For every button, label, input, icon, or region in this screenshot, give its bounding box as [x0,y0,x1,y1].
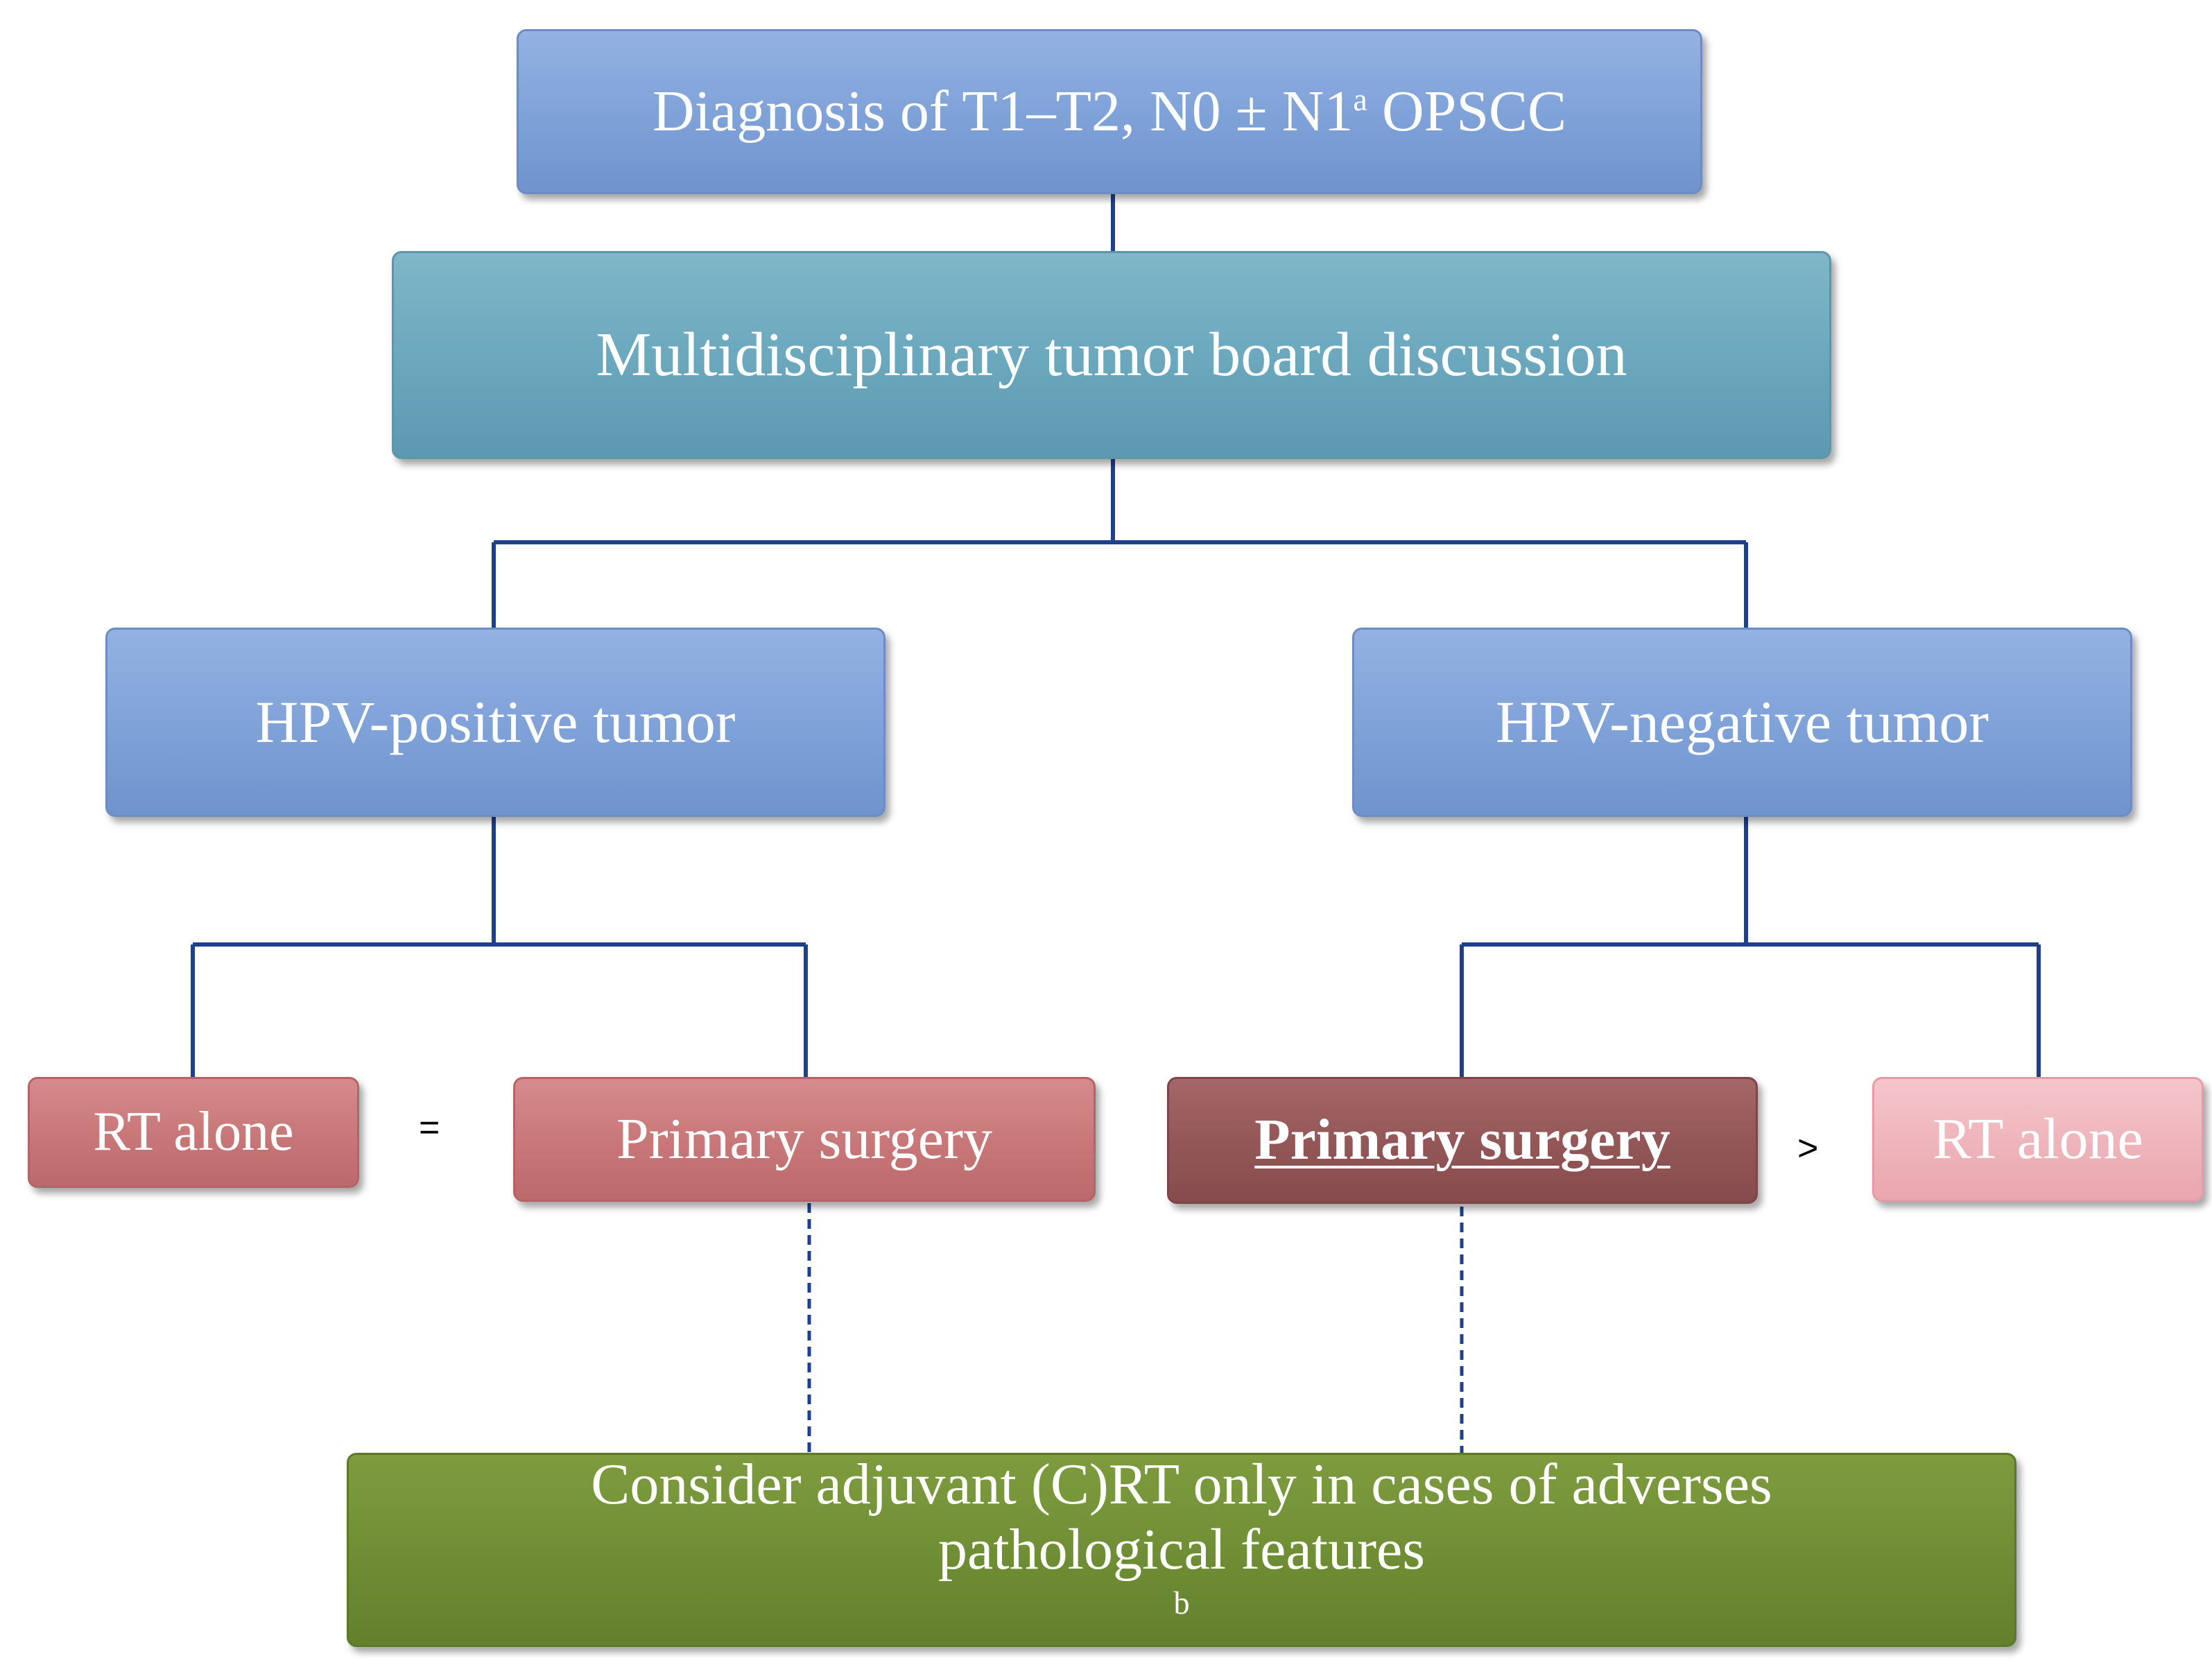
hpv-negative-box: HPV-negative tumor [1352,628,2132,817]
comparator-greater: > [1797,1128,1819,1168]
tumor-board-box: Multidisciplinary tumor board discussion [392,251,1831,459]
diagnosis-text: Diagnosis of T1–T2, N0 ± N1 [652,78,1354,144]
rt-alone-left-label: RT alone [93,1101,294,1163]
adjuvant-box: Consider adjuvant (C)RT only in cases of… [347,1451,2016,1648]
hpv-negative-label: HPV-negative tumor [1495,689,1989,756]
diagnosis-box: Diagnosis of T1–T2, N0 ± N1a OPSCC [517,29,1702,194]
adjuvant-footnote-mark: b [1173,1585,1190,1621]
hpv-positive-label: HPV-positive tumor [255,689,736,756]
hpv-positive-box: HPV-positive tumor [105,628,885,817]
adjuvant-label-line1: Consider adjuvant (C)RT only in cases of… [591,1451,1772,1517]
tumor-board-label: Multidisciplinary tumor board discussion [596,320,1627,389]
rt-alone-right-box: RT alone [1872,1077,2204,1202]
primary-surgery-left-label: Primary surgery [616,1106,993,1171]
primary-surgery-right-label: Primary surgery [1254,1107,1670,1173]
rt-alone-right-label: RT alone [1933,1106,2143,1171]
diagnosis-label: Diagnosis of T1–T2, N0 ± N1a OPSCC [653,79,1566,144]
diagnosis-text-suffix: OPSCC [1367,78,1567,144]
rt-alone-left-box: RT alone [28,1077,359,1188]
primary-surgery-left-box: Primary surgery [513,1077,1096,1202]
comparator-equal: = [419,1107,440,1148]
primary-surgery-right-box: Primary surgery [1167,1077,1758,1204]
adjuvant-label-line2: pathological features [937,1517,1426,1582]
diagnosis-footnote-mark: a [1353,81,1367,117]
